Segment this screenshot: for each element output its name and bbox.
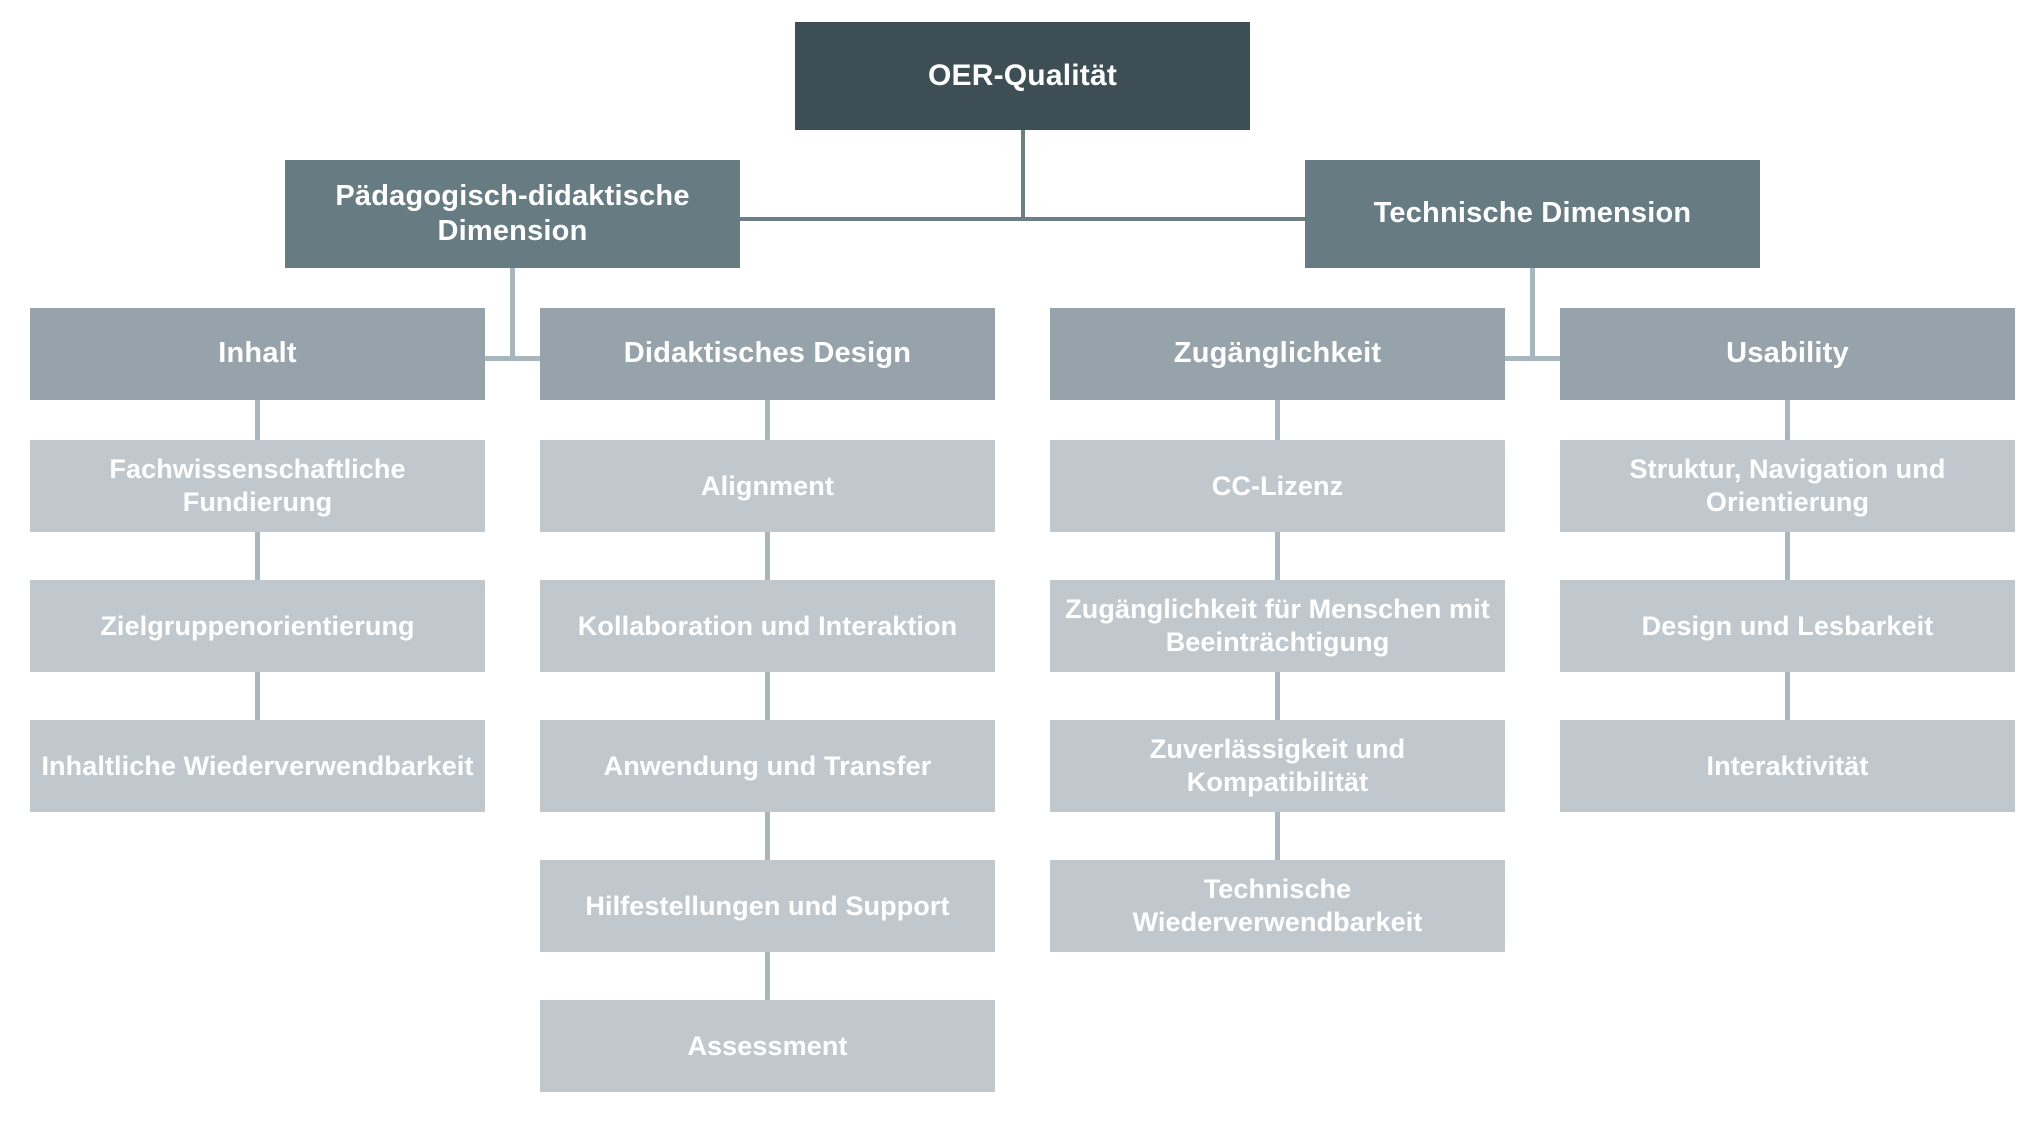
node-leaf-zugaenglichkeit-3[interactable]: Zuverlässigkeit und Kompatibilität [1050, 720, 1505, 812]
node-dimension-paedagogisch-didaktisch[interactable]: Pädagogisch-didaktische Dimension [285, 160, 740, 268]
node-leaf-inhalt-3[interactable]: Inhaltliche Wiederverwendbarkeit [30, 720, 485, 812]
node-root-oer-qualitaet[interactable]: OER-Qualität [795, 22, 1250, 130]
node-category-zugaenglichkeit[interactable]: Zugänglichkeit [1050, 308, 1505, 400]
node-dimension-technisch[interactable]: Technische Dimension [1305, 160, 1760, 268]
node-leaf-usability-3[interactable]: Interaktivität [1560, 720, 2015, 812]
connector-dimension-bar [738, 217, 1568, 221]
connector-root-stem [1021, 130, 1025, 220]
node-leaf-didaktisches-design-5[interactable]: Assessment [540, 1000, 995, 1092]
node-leaf-zugaenglichkeit-4[interactable]: Technische Wiederverwendbarkeit [1050, 860, 1505, 952]
connector-right-category-bar [1490, 356, 1602, 361]
node-leaf-usability-2[interactable]: Design und Lesbarkeit [1560, 580, 2015, 672]
node-leaf-didaktisches-design-3[interactable]: Anwendung und Transfer [540, 720, 995, 812]
node-leaf-zugaenglichkeit-1[interactable]: CC-Lizenz [1050, 440, 1505, 532]
node-leaf-didaktisches-design-4[interactable]: Hilfestellungen und Support [540, 860, 995, 952]
node-leaf-usability-1[interactable]: Struktur, Navigation und Orientierung [1560, 440, 2015, 532]
node-leaf-didaktisches-design-2[interactable]: Kollaboration und Interaktion [540, 580, 995, 672]
node-leaf-zugaenglichkeit-2[interactable]: Zugänglichkeit für Menschen mit Beeinträ… [1050, 580, 1505, 672]
node-leaf-inhalt-1[interactable]: Fachwissenschaftliche Fundierung [30, 440, 485, 532]
node-category-didaktisches-design[interactable]: Didaktisches Design [540, 308, 995, 400]
node-leaf-inhalt-2[interactable]: Zielgruppenorientierung [30, 580, 485, 672]
node-leaf-didaktisches-design-1[interactable]: Alignment [540, 440, 995, 532]
node-category-inhalt[interactable]: Inhalt [30, 308, 485, 400]
connector-right-dimension-stem [1530, 268, 1535, 360]
node-category-usability[interactable]: Usability [1560, 308, 2015, 400]
connector-left-dimension-stem [510, 268, 515, 360]
connector-left-category-bar [470, 356, 582, 361]
